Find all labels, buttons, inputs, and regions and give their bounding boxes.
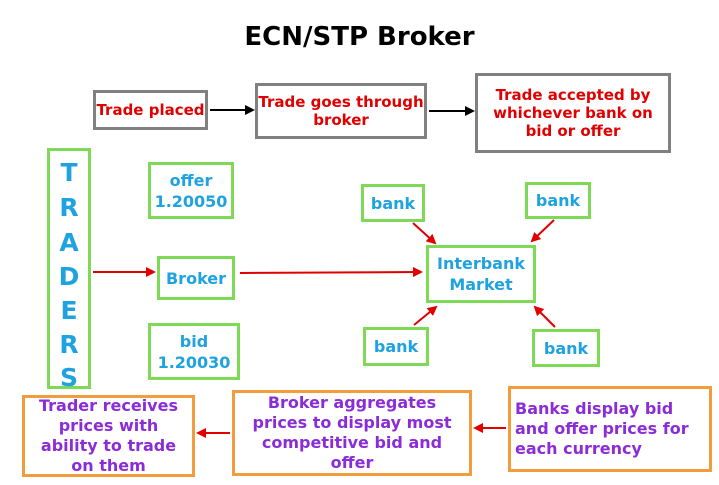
banks-display-box: Banks display bid and offer prices for e… [508, 386, 712, 472]
flow-step-through-broker: Trade goes through broker [255, 83, 427, 139]
bank-label: bank [535, 191, 581, 210]
traders-letter: E [60, 296, 78, 325]
bid-value: 1.20030 [157, 352, 231, 372]
traders-letter: A [59, 228, 79, 257]
flow-step-through-broker-label: Trade goes through broker [258, 93, 424, 129]
arrow-bank-br-to-interbank [533, 305, 556, 328]
flow-step-accepted: Trade accepted by whichever bank on bid … [475, 73, 671, 153]
flow-step-trade-placed-label: Trade placed [96, 101, 205, 119]
traders-letter: D [58, 262, 80, 291]
bid-box: bid 1.20030 [148, 323, 240, 380]
arrow-bank-bl-to-interbank [413, 305, 438, 326]
arrow-broker-to-interbank [239, 267, 423, 278]
offer-box: offer 1.20050 [148, 162, 234, 219]
traders-letter: R [59, 330, 79, 359]
interbank-market-box: Interbank Market [426, 245, 536, 303]
traders-letter: S [59, 363, 78, 392]
bank-label: bank [370, 193, 416, 213]
traders-letter: R [59, 193, 79, 222]
broker-aggregates-box: Broker aggregates prices to display most… [232, 390, 472, 476]
bank-box-bottom-left: bank [363, 327, 429, 366]
offer-label: offer [169, 170, 213, 190]
bank-box-bottom-right: bank [532, 329, 600, 367]
bank-box-top-left: bank [361, 184, 425, 222]
interbank-market-label: Interbank Market [436, 254, 525, 294]
bid-label: bid [179, 331, 209, 351]
offer-value: 1.20050 [154, 191, 228, 211]
traders-letter: T [60, 158, 78, 187]
broker-label: Broker [165, 268, 227, 288]
trader-receives-label: Trader receives prices with ability to t… [39, 396, 178, 475]
bank-label: bank [543, 338, 589, 358]
flow-step-accepted-label: Trade accepted by whichever bank on bid … [493, 86, 653, 140]
broker-aggregates-label: Broker aggregates prices to display most… [252, 393, 452, 472]
arrow-bank-tl-to-interbank [412, 222, 437, 245]
arrow-bank-tr-to-interbank [530, 219, 555, 243]
trader-receives-box: Trader receives prices with ability to t… [22, 395, 195, 477]
diagram-title: ECN/STP Broker [244, 22, 475, 52]
bank-label: bank [373, 337, 419, 356]
bank-box-top-right: bank [525, 182, 591, 219]
banks-display-label: Banks display bid and offer prices for e… [515, 399, 689, 458]
traders-box: T R A D E R S [47, 148, 91, 392]
broker-box: Broker [157, 256, 235, 300]
flow-step-trade-placed: Trade placed [93, 90, 208, 130]
